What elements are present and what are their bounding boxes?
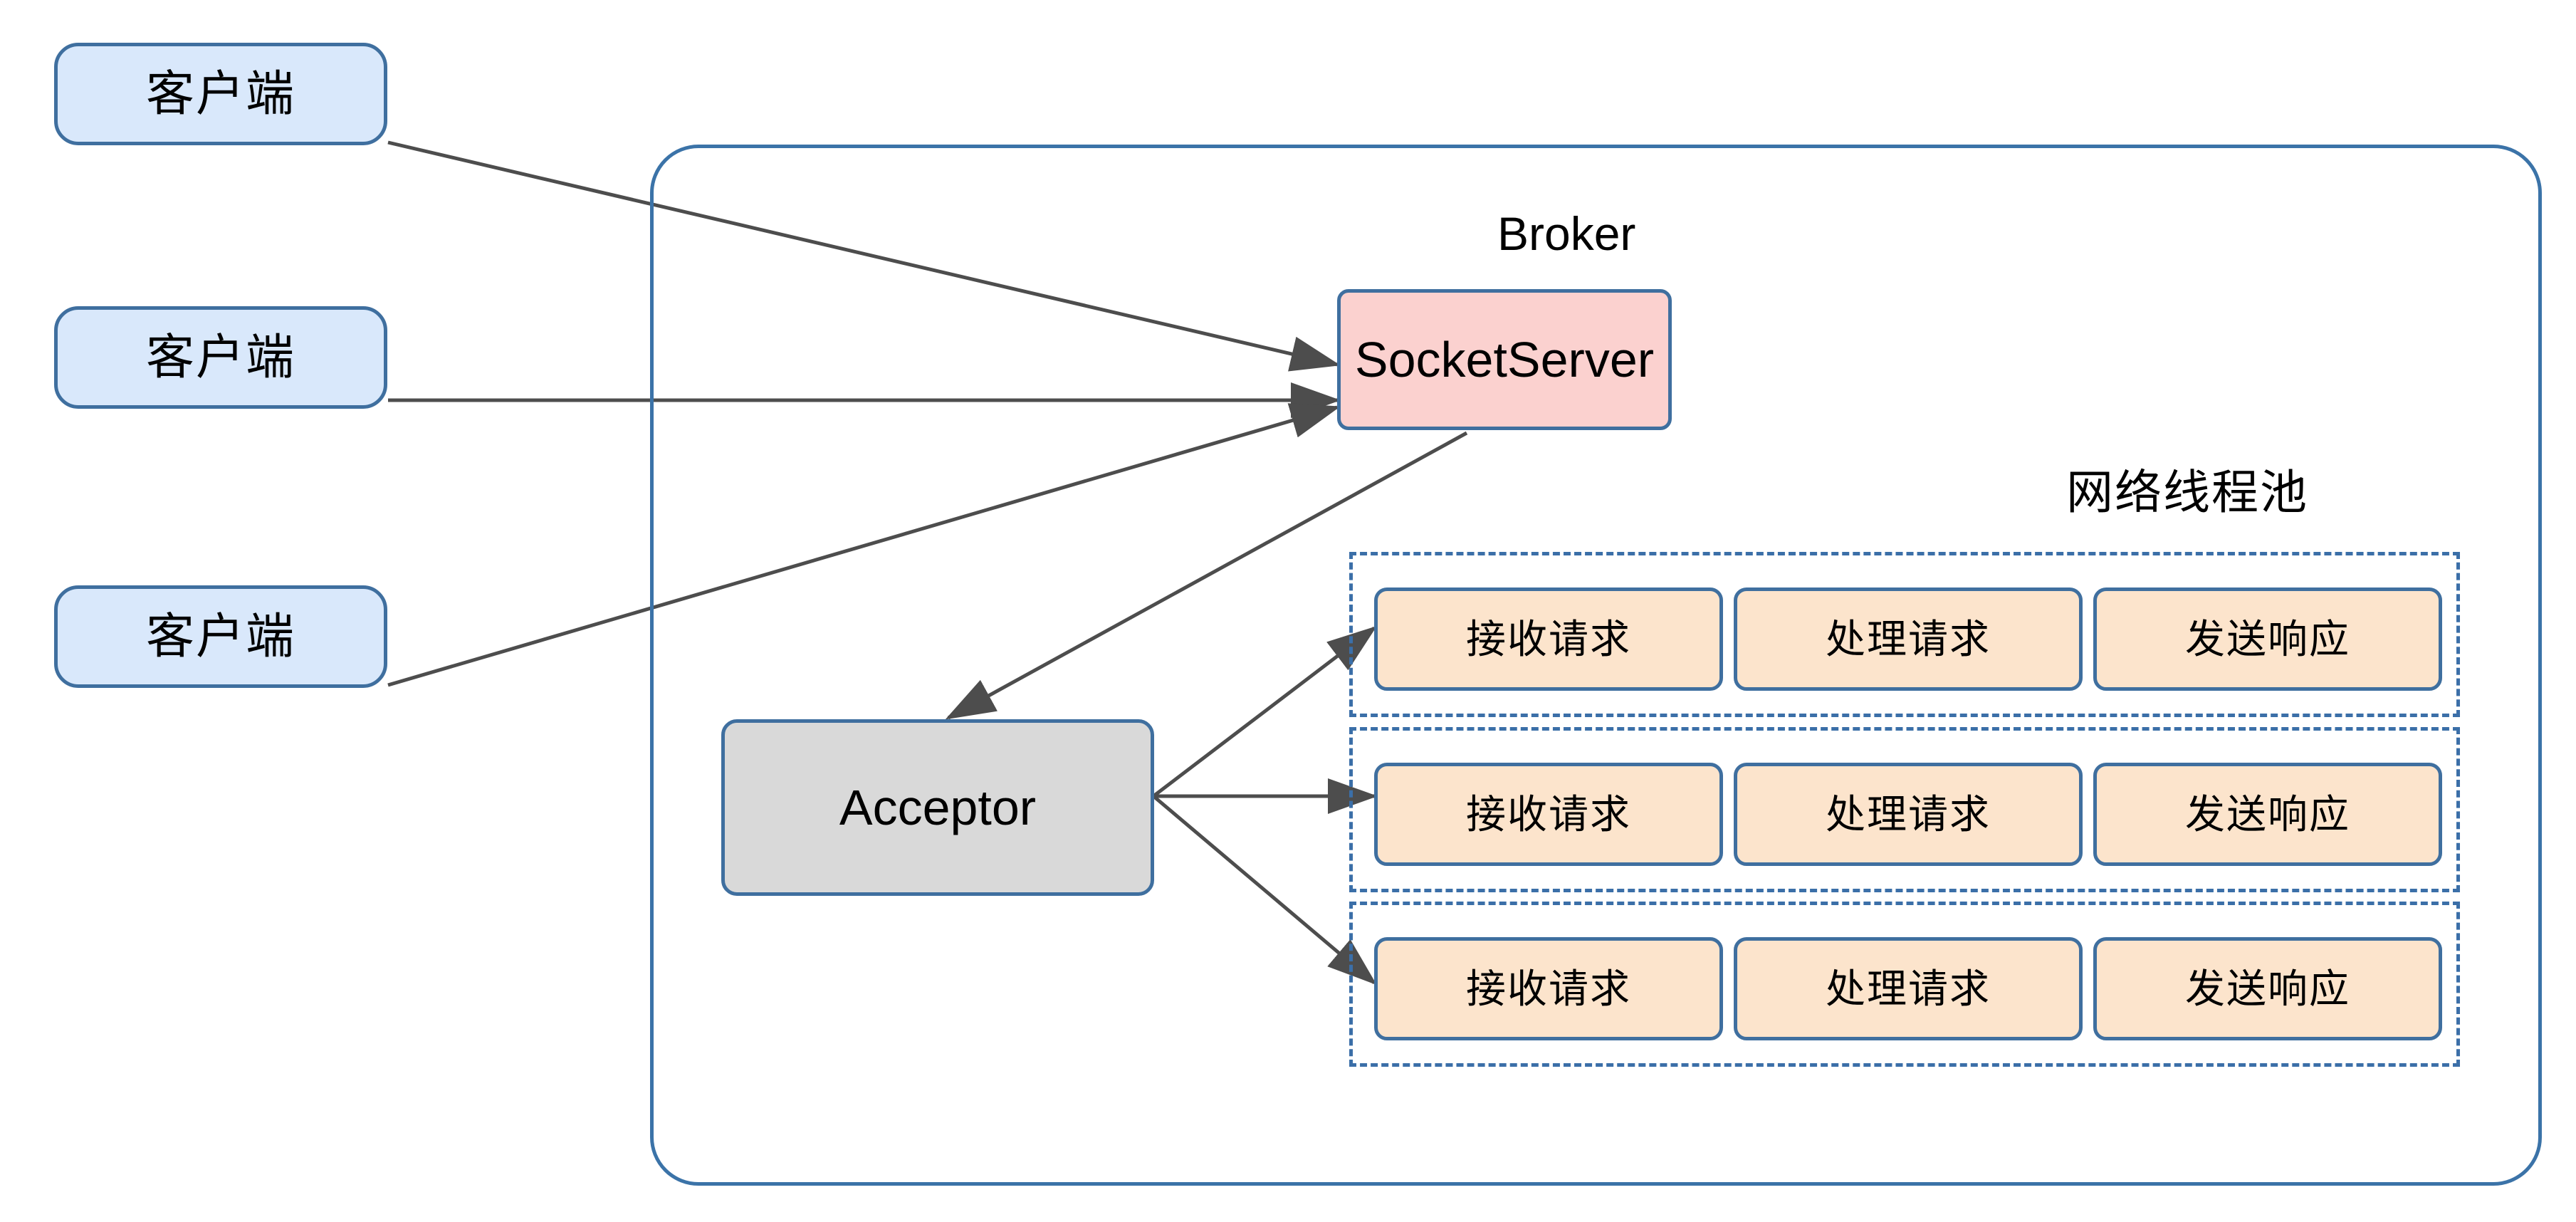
thread-row-3: 接收请求 处理请求 发送响应 (1349, 902, 2460, 1067)
thread-row-2-stage-receive[interactable]: 接收请求 (1374, 763, 1723, 866)
broker-container (650, 145, 2542, 1186)
stage-label: 发送响应 (2185, 616, 2350, 662)
thread-row-3-stage-receive[interactable]: 接收请求 (1374, 937, 1723, 1040)
thread-row-1-stage-process[interactable]: 处理请求 (1734, 588, 2083, 691)
client-box-1[interactable]: 客户端 (54, 43, 387, 145)
thread-row-2-stage-process[interactable]: 处理请求 (1734, 763, 2083, 866)
thread-row-1-stage-receive[interactable]: 接收请求 (1374, 588, 1723, 691)
client-label-1: 客户端 (145, 66, 295, 121)
socketserver-box[interactable]: SocketServer (1337, 289, 1672, 430)
thread-row-1: 接收请求 处理请求 发送响应 (1349, 552, 2460, 717)
thread-row-1-stage-respond[interactable]: 发送响应 (2093, 588, 2442, 691)
thread-row-2: 接收请求 处理请求 发送响应 (1349, 727, 2460, 892)
stage-label: 处理请求 (1826, 616, 1991, 662)
acceptor-label: Acceptor (839, 779, 1037, 835)
stage-label: 接收请求 (1466, 791, 1631, 837)
broker-title: Broker (1497, 207, 1636, 260)
client-box-3[interactable]: 客户端 (54, 585, 387, 688)
stage-label: 接收请求 (1466, 966, 1631, 1011)
thread-row-3-stage-process[interactable]: 处理请求 (1734, 937, 2083, 1040)
thread-row-2-stage-respond[interactable]: 发送响应 (2093, 763, 2442, 866)
network-thread-pool-title: 网络线程池 (2066, 466, 2308, 518)
acceptor-box[interactable]: Acceptor (721, 719, 1154, 896)
stage-label: 接收请求 (1466, 616, 1631, 662)
client-label-2: 客户端 (145, 330, 295, 385)
socketserver-label: SocketServer (1354, 331, 1655, 387)
stage-label: 发送响应 (2185, 966, 2350, 1011)
thread-row-3-stage-respond[interactable]: 发送响应 (2093, 937, 2442, 1040)
stage-label: 发送响应 (2185, 791, 2350, 837)
stage-label: 处理请求 (1826, 966, 1991, 1011)
client-label-3: 客户端 (145, 609, 295, 664)
stage-label: 处理请求 (1826, 791, 1991, 837)
client-box-2[interactable]: 客户端 (54, 306, 387, 409)
